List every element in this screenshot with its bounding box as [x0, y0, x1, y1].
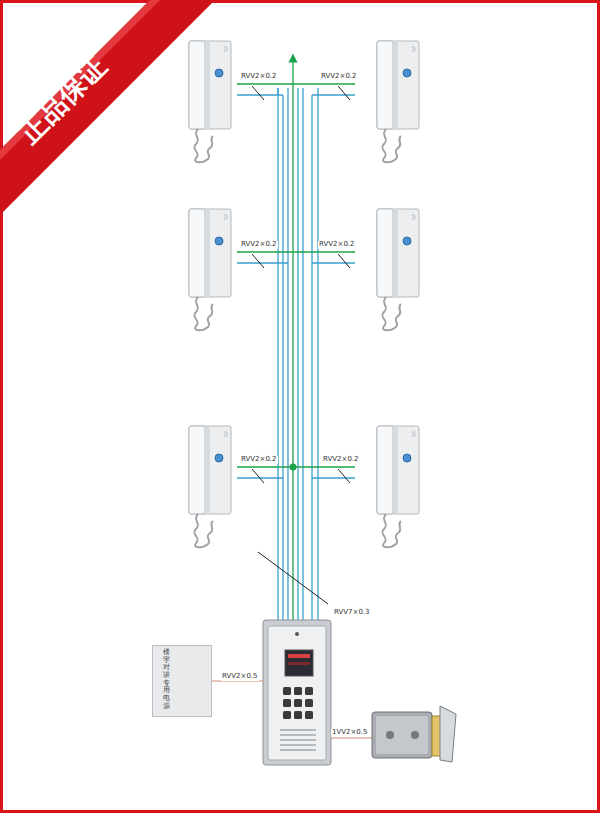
wire-label: RVV2×0.2: [240, 456, 278, 464]
wire-label: RVV7×0.3: [333, 609, 371, 617]
wire-label: RVV2×0.2: [322, 456, 360, 464]
wire-label: RVV2×0.2: [240, 73, 278, 81]
wire-label: RVV2×0.2: [318, 241, 356, 249]
wire-label: RVV2×0.2: [240, 241, 278, 249]
power-supply-box: 楼宇对讲专用电源: [152, 645, 212, 717]
wire-label: RVV2×0.2: [320, 73, 358, 81]
wire-label: 1VV2×0.5: [331, 729, 368, 737]
vertical-label: 楼宇对讲专用电源: [163, 649, 170, 711]
wire-label: RVV2×0.5: [221, 673, 259, 681]
